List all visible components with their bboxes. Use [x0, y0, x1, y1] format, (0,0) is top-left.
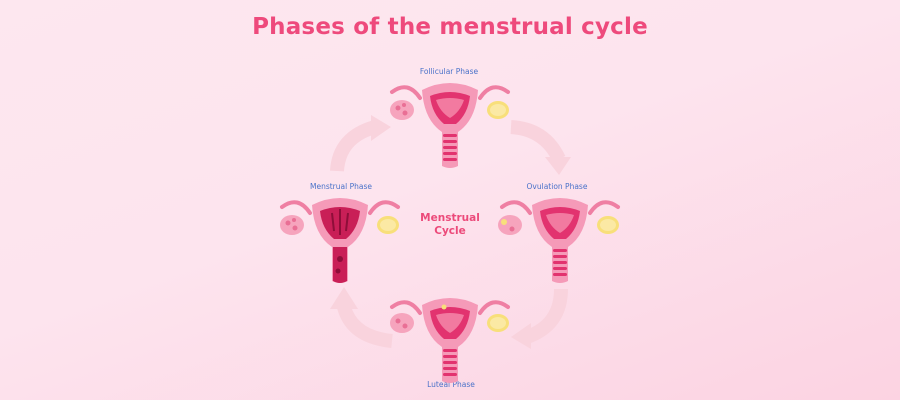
uterus-icon-follicular — [380, 70, 520, 180]
uterus-icon-menstrual — [270, 185, 410, 295]
center-label-menstrual-cycle: Menstrual Cycle — [400, 212, 500, 238]
center-label-line1: Menstrual — [400, 212, 500, 225]
page-title: Phases of the menstrual cycle — [0, 14, 900, 40]
uterus-icon-ovulation — [490, 185, 630, 295]
center-label-line2: Cycle — [400, 225, 500, 238]
uterus-icon-luteal — [380, 285, 520, 395]
